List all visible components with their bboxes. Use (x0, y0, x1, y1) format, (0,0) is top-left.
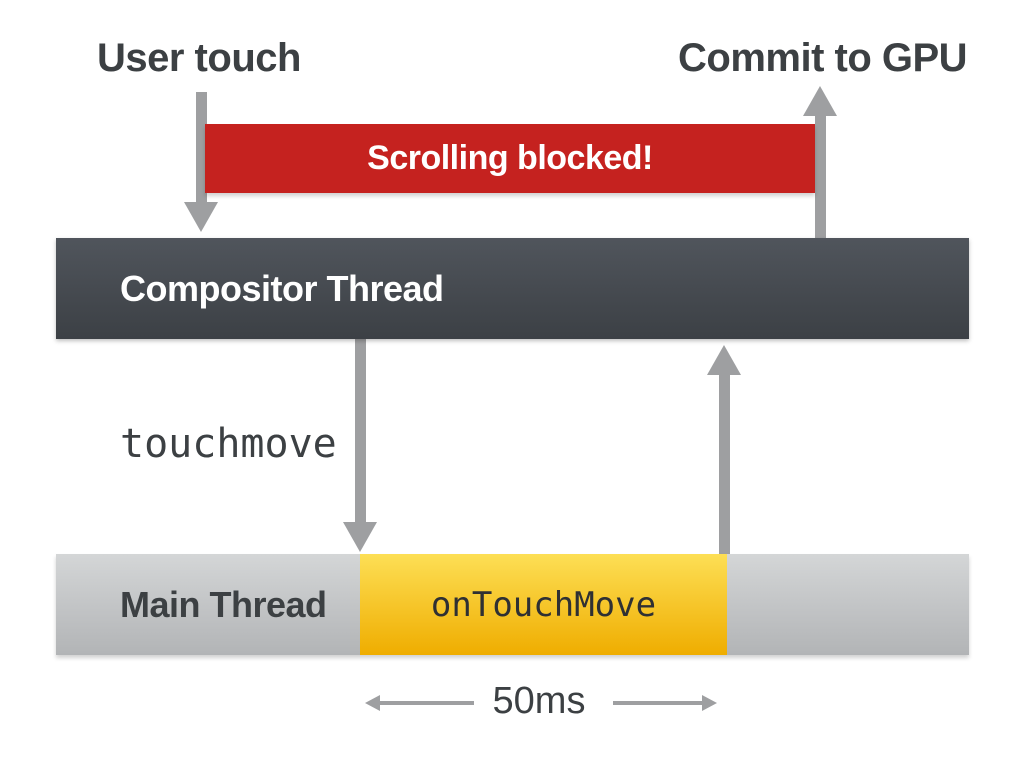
duration-left-line (379, 701, 474, 705)
arrow-head (184, 202, 218, 232)
duration-right-arrow-icon (702, 695, 717, 711)
arrow-head (343, 522, 377, 552)
touchmove-label: touchmove (120, 421, 337, 467)
arrow-shaft (815, 114, 826, 238)
compositor-thread-bar: Compositor Thread (56, 238, 969, 339)
arrow-shaft (719, 374, 730, 554)
compositor-thread-label: Compositor Thread (120, 267, 444, 309)
arrow-shaft (196, 92, 207, 202)
arrow-head (803, 86, 837, 116)
on-touch-move-label: onTouchMove (430, 584, 657, 625)
duration-label: 50ms (492, 680, 586, 722)
duration-left-arrow-icon (365, 695, 380, 711)
scrolling-blocked-banner: Scrolling blocked! (205, 124, 815, 193)
scrolling-blocked-label: Scrolling blocked! (367, 139, 653, 177)
user-touch-label: User touch (97, 36, 301, 80)
on-touch-move-block: onTouchMove (360, 554, 727, 655)
main-thread-bar: Main Thread onTouchMove (56, 554, 969, 655)
arrow-shaft (355, 339, 366, 522)
arrow-head (707, 345, 741, 375)
main-thread-label: Main Thread (120, 583, 327, 625)
duration-right-line (613, 701, 703, 705)
commit-to-gpu-label: Commit to GPU (678, 36, 968, 80)
